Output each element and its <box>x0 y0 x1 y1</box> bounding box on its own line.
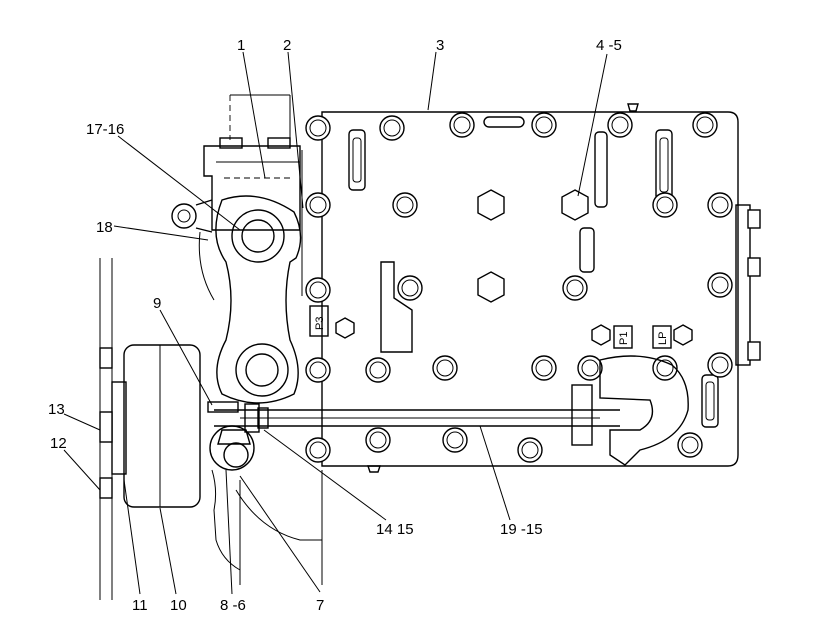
leader-lines <box>63 51 608 595</box>
callout-11: 11 <box>132 597 148 614</box>
leader-1 <box>242 51 266 179</box>
leader-2 <box>287 51 304 209</box>
callout-3: 3 <box>436 37 444 54</box>
callout-7: 7 <box>316 597 324 614</box>
callout-2: 2 <box>283 37 291 54</box>
port-tags: P3 P1 LP <box>309 305 672 349</box>
leader-8 <box>225 469 233 595</box>
port-tag-p1-box <box>613 325 633 349</box>
clevis-pin <box>207 401 255 571</box>
link-bracket <box>171 137 303 404</box>
leader-4 <box>577 53 608 197</box>
roller <box>99 344 201 508</box>
callout-18: 18 <box>96 219 113 236</box>
leader-10 <box>159 507 177 595</box>
callout-labels: 1 2 3 4 -5 17-16 18 9 13 12 14 15 19 -15… <box>48 37 622 614</box>
leader-11 <box>123 479 141 595</box>
leader-7 <box>239 475 321 593</box>
port-tag-p1: P1 <box>618 332 630 345</box>
callout-8-6: 8 -6 <box>220 597 246 614</box>
callout-19-15: 19 -15 <box>500 521 543 538</box>
plate-bolts <box>305 112 761 463</box>
leader-3 <box>427 51 437 111</box>
curved-housing <box>571 355 689 466</box>
callout-10: 10 <box>170 597 187 614</box>
leader-19 <box>479 425 511 521</box>
valve-body-plate <box>321 103 751 473</box>
port-tag-p3-box <box>309 305 329 337</box>
callout-17-16: 17-16 <box>86 121 124 138</box>
port-tag-lp-box <box>652 325 672 349</box>
callout-9: 9 <box>153 295 161 312</box>
callout-14-15: 14 15 <box>376 521 414 538</box>
leader-13 <box>63 413 101 431</box>
leader-17 <box>117 135 241 231</box>
long-rod <box>214 403 620 433</box>
callout-1: 1 <box>237 37 245 54</box>
callout-13: 13 <box>48 401 65 418</box>
callout-4-5: 4 -5 <box>596 37 622 54</box>
plate-slots <box>348 116 719 428</box>
port-tag-p3: P3 <box>314 317 326 330</box>
leader-14 <box>263 429 387 521</box>
leader-18 <box>113 225 209 241</box>
leader-12 <box>63 449 101 491</box>
leader-9 <box>159 309 213 406</box>
background-frame <box>99 94 323 600</box>
callout-12: 12 <box>50 435 67 452</box>
port-tag-lp: LP <box>657 332 669 345</box>
